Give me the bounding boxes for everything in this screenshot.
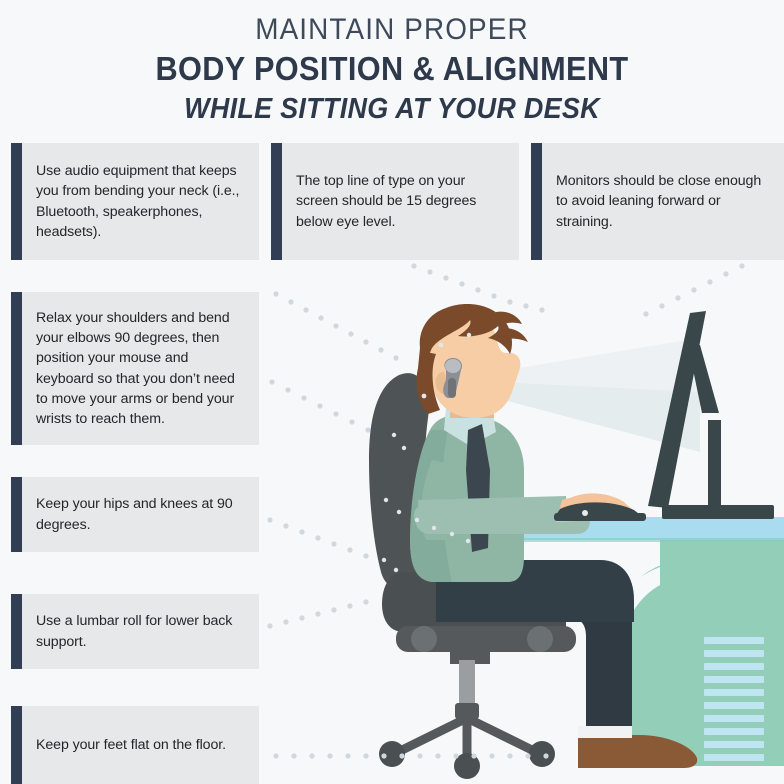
callout-accent-bar: [11, 292, 22, 445]
dotted-line-monitor: [643, 263, 745, 317]
title-line-1: MAINTAIN PROPER: [255, 13, 529, 46]
decorative-dots-overlay: [381, 332, 472, 573]
callout-audio-equipment[interactable]: Use audio equipment that keeps you from …: [11, 143, 259, 260]
callout-feet-flat[interactable]: Keep your feet flat on the floor.: [11, 706, 259, 784]
dotted-line-floor: [273, 753, 549, 759]
desk-vent-stripes: [704, 637, 764, 761]
callout-accent-bar: [531, 143, 542, 260]
callout-text: Keep your hips and knees at 90 degrees.: [36, 496, 233, 533]
callout-text: Relax your shoulders and bend your elbow…: [36, 310, 235, 427]
callout-text: Use audio equipment that keeps you from …: [36, 163, 240, 240]
callout-accent-bar: [11, 477, 22, 552]
callout-shoulders-elbows[interactable]: Relax your shoulders and bend your elbow…: [11, 292, 259, 445]
page-title: MAINTAIN PROPER BODY POSITION & ALIGNMEN…: [0, 0, 784, 126]
monitor-illustration: [648, 311, 774, 519]
callout-hips-knees[interactable]: Keep your hips and knees at 90 degrees.: [11, 477, 259, 552]
callout-lumbar-roll[interactable]: Use a lumbar roll for lower back support…: [11, 594, 259, 669]
keyboard-mouse-illustration: [554, 493, 646, 521]
callout-accent-bar: [11, 143, 22, 260]
callout-accent-bar: [11, 706, 22, 784]
vision-cone-icon: [496, 338, 700, 452]
dotted-line-shoulders: [269, 379, 371, 433]
desk-illustration: [512, 517, 784, 766]
dotted-line-neck: [273, 291, 399, 361]
callout-text: Monitors should be close enough to avoid…: [556, 173, 762, 230]
callout-text: The top line of type on your screen shou…: [296, 173, 477, 230]
dotted-line-hips: [267, 517, 369, 559]
callout-accent-bar: [271, 143, 282, 260]
callout-text: Keep your feet flat on the floor.: [36, 736, 226, 753]
title-line-3: WHILE SITTING AT YOUR DESK: [184, 92, 600, 125]
callout-accent-bar: [11, 594, 22, 669]
dotted-line-screen-angle: [411, 263, 545, 313]
dotted-line-lumbar: [267, 599, 369, 629]
callout-text: Use a lumbar roll for lower back support…: [36, 613, 233, 650]
seated-person-illustration: [410, 304, 698, 768]
callout-screen-top-line[interactable]: The top line of type on your screen shou…: [271, 143, 519, 260]
callout-monitor-distance[interactable]: Monitors should be close enough to avoid…: [531, 143, 784, 260]
bluetooth-headset-icon: [443, 358, 463, 399]
title-line-2: BODY POSITION & ALIGNMENT: [155, 49, 629, 87]
office-chair-illustration: [369, 373, 576, 779]
